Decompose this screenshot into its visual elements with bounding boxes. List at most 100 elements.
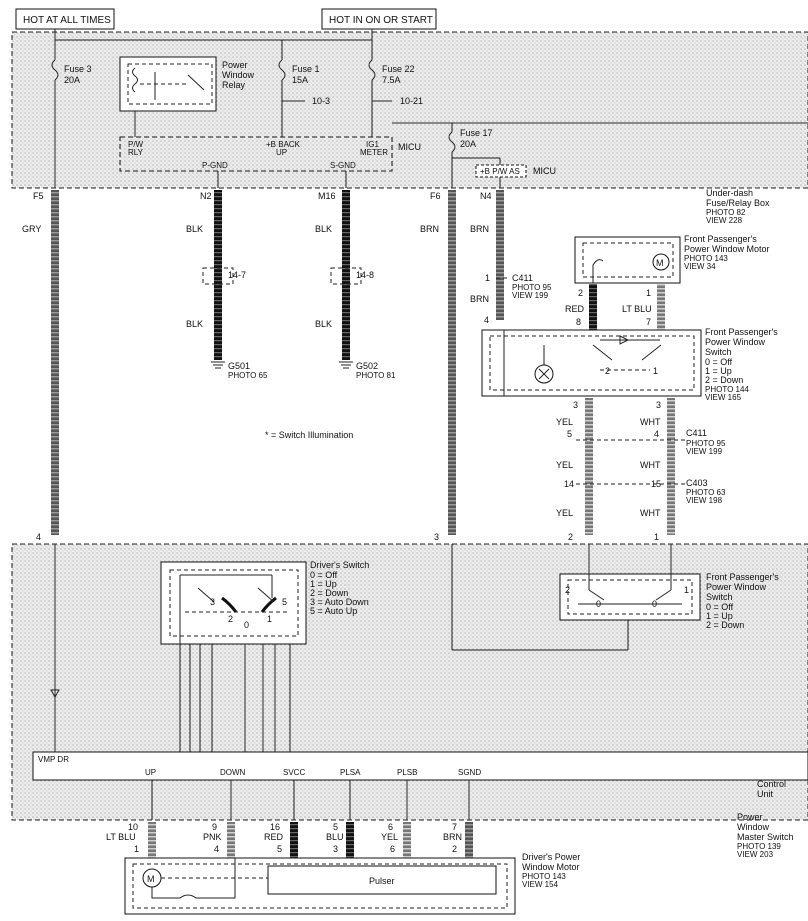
master-fp-state-2: 2 = Down [706,620,744,630]
bw-yel: YEL [381,832,398,842]
c411b-photo: PHOTO 95 [686,439,726,448]
fp-motor-title-2: Power Window Motor [684,244,770,254]
conn-14-7: 14-7 [228,270,246,280]
cu-plsa: PLSA [340,768,361,777]
dm-view: VIEW 154 [522,880,559,889]
box-photo: PHOTO 82 [706,208,746,217]
hot-all-times-box [15,8,115,30]
sgnd-label: S-GND [330,161,356,170]
drv-pos1: 1 [267,614,272,624]
dm-pin2: 2 [452,844,457,854]
fp-motor-view: VIEW 34 [684,262,716,271]
bw-pin6: 6 [388,822,393,832]
cu-sgnd: SGND [458,768,481,777]
hot-all-times-label: HOT AT ALL TIMES [23,15,111,26]
ms-photo: PHOTO 139 [737,842,781,851]
master-pin2: 2 [568,532,573,542]
bw-wire-brn [465,822,473,858]
dm-pin6: 6 [390,844,395,854]
relay-label-3: Relay [222,80,246,90]
wire-blk-g502 [342,190,350,360]
c411-label: C411 [512,273,533,283]
bpwas-box [475,164,527,178]
pulser-label: Pulser [369,876,395,886]
master-fp-state-1: 1 = Up [706,611,733,621]
cu-plsb: PLSB [397,768,417,777]
master-fp-pos0a: 0 [596,599,601,609]
fp-switch-state-0: 0 = Off [705,357,733,367]
bw-red: RED [264,832,284,842]
c403-photo: PHOTO 63 [686,488,726,497]
wire-yel-fp [585,398,593,535]
c411-pin1: 1 [485,273,490,283]
wire-brn-label-2: BRN [470,224,489,234]
master-fp-pos0b: 0 [652,599,657,609]
fp-switch-photo: PHOTO 144 [705,385,749,394]
term-m16: M16 [318,191,336,201]
hot-on-start-label: HOT IN ON OR START [329,15,433,26]
drv-state-3: 3 = Auto Down [310,597,369,607]
ref-10-21: 10-21 [400,96,423,106]
cu-title: Control [757,779,786,789]
bpwas-label: +B P/W AS [480,167,520,176]
drv-state-2: 2 = Down [310,588,348,598]
ms-title: Power [737,812,763,822]
bw-brn: BRN [443,832,462,842]
wire-red-fp [589,284,597,330]
micu-label: MICU [398,142,421,152]
bw-pnk: PNK [203,832,222,842]
wire-yel-label-3: YEL [556,508,573,518]
fp-switch-state-1: 1 = Up [705,366,732,376]
ms-title-3: Master Switch [737,832,794,842]
master-pin1: 1 [654,532,659,542]
cu-svcc: SVCC [283,768,305,777]
fp-switch-view: VIEW 165 [705,393,742,402]
bw-pin10: 10 [128,822,138,832]
wire-brn-f6 [448,190,456,535]
pw-rly-label-2: RLY [128,148,144,157]
wire-wht-label-3: WHT [640,508,661,518]
master-pin4: 4 [36,532,41,542]
wire-gry [51,190,59,535]
bw-wire-blu [346,822,354,858]
fp-switch-title-3: Switch [705,347,732,357]
wire-yel-label-2: YEL [556,460,573,470]
term-f5: F5 [33,191,44,201]
master-pin3: 3 [434,532,439,542]
ground-g502: G502 [356,361,378,371]
wire-brn-label-3: BRN [470,294,489,304]
pgnd-label: P-GND [202,161,228,170]
fp-motor-title: Front Passenger's [684,234,757,244]
term-n4: N4 [480,191,492,201]
fuse3-amp: 20A [64,75,80,85]
fp-motor-pin1: 1 [646,288,651,298]
dm-pin1: 1 [134,844,139,854]
fp-switch-pin3b: 3 [656,400,661,410]
ms-view: VIEW 203 [737,850,774,859]
control-unit [32,751,808,781]
term-n2: N2 [200,191,212,201]
ig1-label-2: METER [360,148,388,157]
fp-switch-pin8: 8 [576,317,581,327]
fp-motor-photo: PHOTO 143 [684,254,728,263]
wire-wht-label-2: WHT [640,460,661,470]
bw-pin7: 7 [452,822,457,832]
wire-blk-label-3: BLK [315,224,332,234]
switch-illumination-note: * = Switch Illumination [265,430,353,440]
c403-label: C403 [686,478,708,488]
fuse22-label: Fuse 22 [382,64,415,74]
box-view: VIEW 228 [706,216,743,225]
micu-block [119,136,393,172]
dm-pin4: 4 [214,844,219,854]
fp-switch-pos2: 2 [605,366,610,376]
drv-pos2: 2 [228,614,233,624]
fp-switch-title-2: Power Window [705,337,766,347]
master-fp-pos2: 2 [565,585,570,595]
fp-switch-box [481,329,702,397]
bw-wire-ltblu [148,822,156,858]
wire-red-label: RED [565,304,585,314]
fuse1-label: Fuse 1 [292,64,320,74]
master-fp-pos1: 1 [684,585,689,595]
cu-down: DOWN [220,768,246,777]
